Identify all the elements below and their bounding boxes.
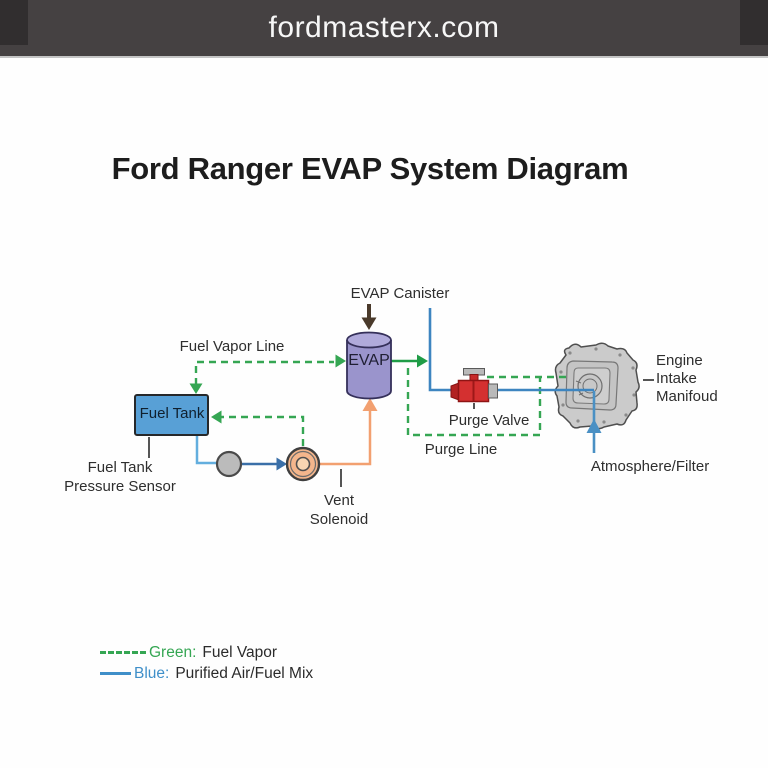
site-header: fordmasterx.com: [0, 0, 768, 58]
legend-desc-purified-air: Purified Air/Fuel Mix: [175, 664, 314, 682]
purge-valve-label: Purge Valve: [448, 412, 530, 429]
fuel-tank-pressure-sensor-shape: [215, 450, 243, 478]
arrowhead-right-into-canister: [335, 354, 346, 368]
pressure-sensor-label-line1: Fuel Tank: [87, 459, 153, 476]
engine-label-line3: Manifoud: [656, 388, 718, 405]
fuel-tank-label: Fuel Tank: [139, 405, 205, 422]
engine-bolt-holes: [559, 347, 636, 424]
legend: Green: Fuel Vapor Blue: Purified Air/Fue…: [100, 642, 313, 684]
header-corner-right: [740, 0, 768, 45]
vent-solenoid-label: Vent Solenoid: [289, 491, 389, 529]
arrowhead-right-green: [417, 354, 428, 368]
fuel-tank-pressure-sensor-label: Fuel Tank Pressure Sensor: [40, 458, 200, 496]
fuel-tank-shape: [134, 394, 209, 436]
engine-intake-manifold-label: Engine Intake Manifoud: [656, 352, 746, 406]
fuel-vapor-line-tank-to-canister: [194, 360, 334, 385]
site-title: fordmasterx.com: [268, 11, 500, 44]
arrowhead-left-into-tank: [211, 410, 222, 424]
tank-to-sensor-blue-line: [195, 435, 216, 465]
purge-line-dashed-path: [406, 368, 568, 437]
arrowhead-up-atmosphere: [586, 419, 602, 433]
engine-intake-manifold-shape: [554, 342, 640, 430]
legend-row-purified-air: Blue: Purified Air/Fuel Mix: [100, 663, 313, 684]
legend-desc-fuel-vapor: Fuel Vapor: [202, 643, 278, 661]
vent-solenoid-shape: [285, 446, 321, 482]
atmosphere-filter-label: Atmosphere/Filter: [590, 458, 710, 475]
blue-solid-line-swatch: [100, 672, 131, 675]
purge-valve-shape: [450, 368, 498, 403]
legend-color-word-green: Green:: [149, 643, 197, 661]
label-connector-lines: [148, 379, 654, 487]
legend-row-fuel-vapor: Green: Fuel Vapor: [100, 642, 313, 663]
pressure-sensor-label-line2: Pressure Sensor: [64, 478, 176, 495]
vent-solenoid-label-line2: Solenoid: [309, 511, 369, 528]
page-title: Ford Ranger EVAP System Diagram: [111, 151, 629, 186]
legend-color-word-blue: Blue:: [134, 664, 170, 682]
evap-cylinder-text: EVAP: [348, 352, 390, 369]
green-dashed-line-swatch: [100, 651, 146, 654]
arrowhead-down-into-tank: [189, 383, 203, 394]
evap-canister-label: EVAP Canister: [350, 285, 450, 302]
vent-solenoid-label-line1: Vent: [323, 492, 355, 509]
engine-label-line2: Intake: [656, 370, 697, 387]
arrowhead-right-into-solenoid: [276, 457, 287, 471]
header-corner-left: [0, 0, 28, 45]
evap-canister-shape: [346, 331, 392, 400]
solenoid-to-canister-orange-line: [319, 410, 372, 466]
purified-air-blue-line: [428, 308, 594, 392]
engine-label-line1: Engine: [656, 352, 703, 369]
canister-label-arrowhead: [361, 317, 377, 330]
fuel-vapor-line-label: Fuel Vapor Line: [179, 338, 285, 355]
fuel-vapor-line-solenoid-to-tank: [221, 415, 305, 446]
arrowhead-up-into-canister: [362, 398, 378, 411]
purge-line-label: Purge Line: [424, 441, 498, 458]
